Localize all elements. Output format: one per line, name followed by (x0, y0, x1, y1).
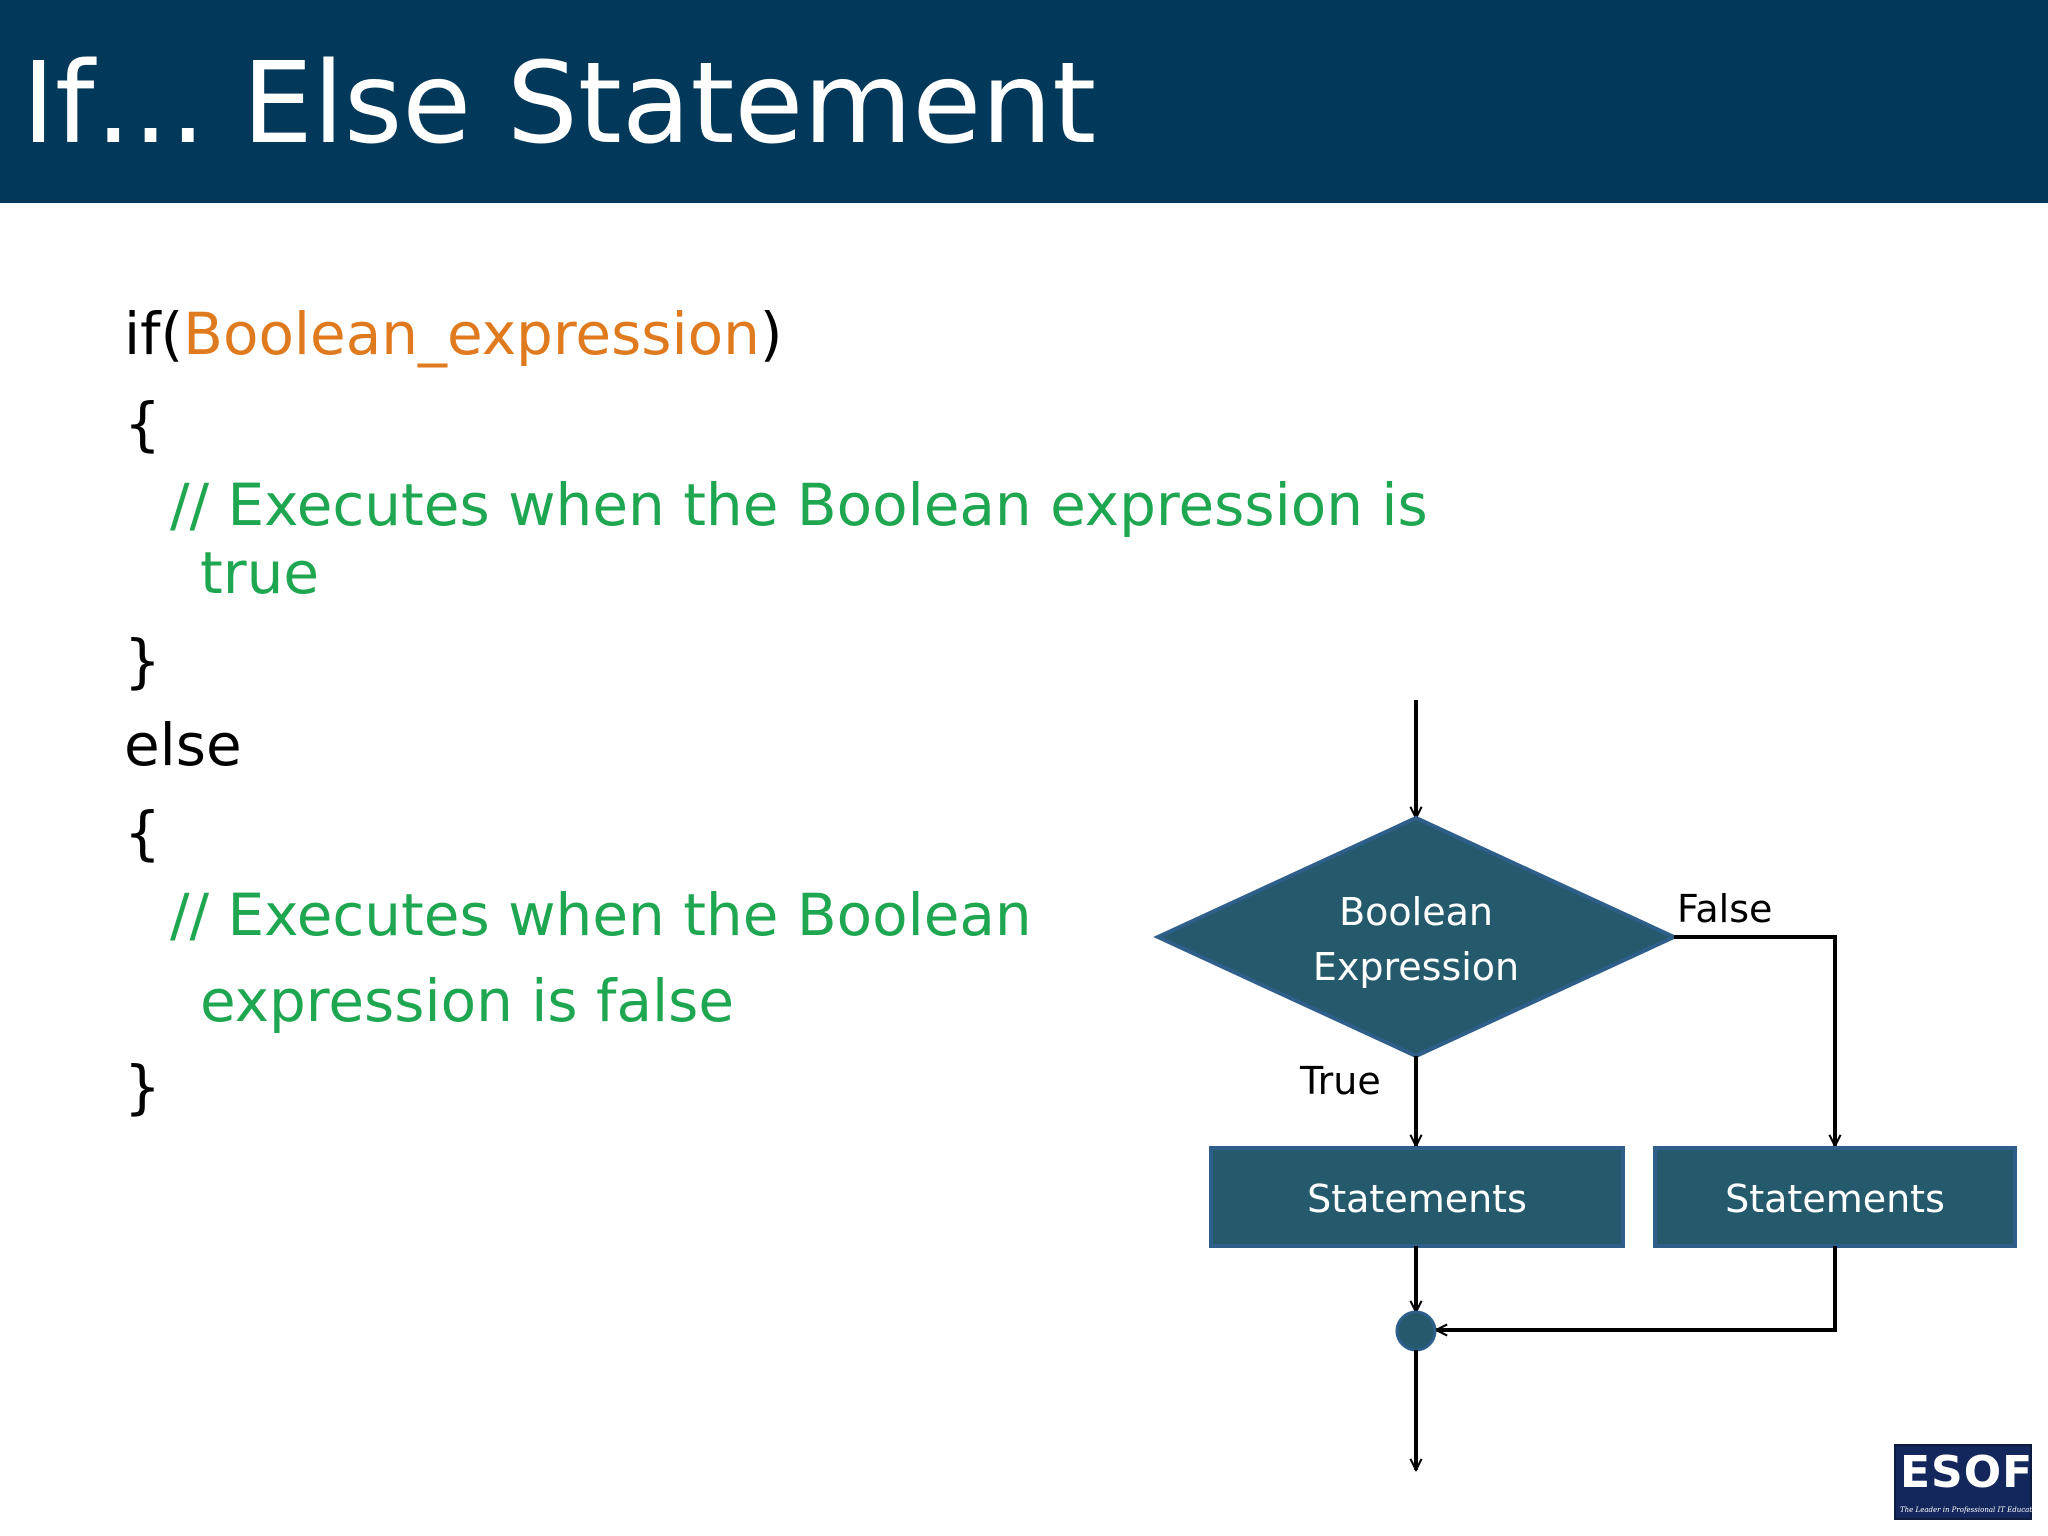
close-brace-1: } (124, 627, 161, 695)
code-listing: if(Boolean_expression) { // Executes whe… (0, 0, 1428, 1200)
logo-text: ESOFT (1900, 1447, 2048, 1498)
condition-text: Boolean_expression (183, 300, 760, 368)
comment-true-line2: true (200, 539, 320, 607)
if-keyword: if( (124, 300, 184, 368)
decision-diamond (1153, 815, 1679, 1059)
esoft-logo: ESOFT The Leader in Professional IT Educ… (1894, 1444, 2048, 1520)
open-brace-1: { (124, 390, 161, 458)
false-arrow (1674, 935, 1835, 1146)
if-close-paren: ) (759, 300, 783, 368)
slide-title: If… Else Statement (22, 39, 1097, 169)
else-keyword: else (124, 711, 242, 779)
comment-true-line1: // Executes when the Boolean expression … (170, 471, 1428, 539)
merge-node (1395, 1310, 1437, 1352)
open-brace-2: { (124, 799, 161, 867)
code-line-if: if(Boolean_expression) (124, 299, 783, 369)
decision-label-line1: Boolean (1339, 890, 1493, 934)
logo-tagline: The Leader in Professional IT Education (1900, 1506, 2044, 1514)
false-statements-box (1653, 1146, 2017, 1248)
true-statements-label: Statements (1307, 1177, 1527, 1221)
false-label: False (1677, 887, 1772, 931)
true-label: True (1299, 1059, 1381, 1103)
false-merge-arrow (1436, 1246, 1837, 1330)
comment-false-line2: expression is false (200, 967, 735, 1035)
title-bar: If… Else Statement (0, 0, 2048, 203)
comment-false-line1: // Executes when the Boolean (170, 881, 1032, 949)
decision-label-line2: Expression (1313, 945, 1519, 989)
close-brace-2: } (124, 1053, 161, 1121)
false-statements-label: Statements (1725, 1177, 1945, 1221)
